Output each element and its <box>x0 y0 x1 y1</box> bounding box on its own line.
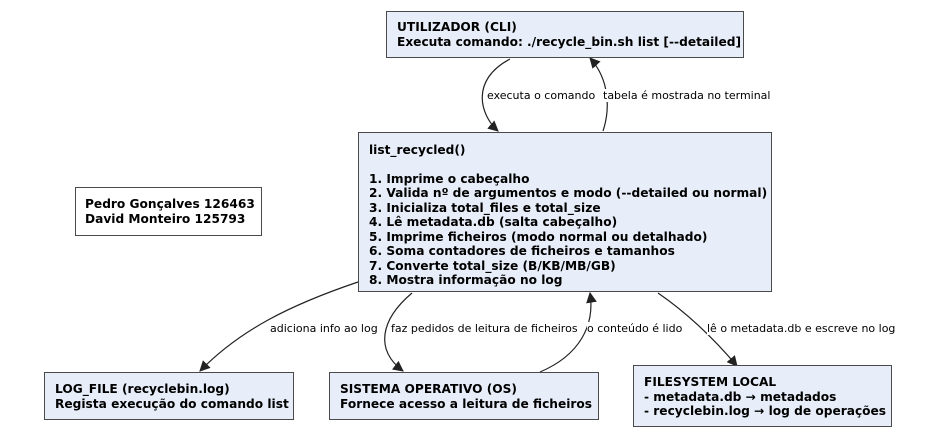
edge-label-list-to-user: tabela é mostrada no terminal <box>603 89 771 102</box>
edge-label-list-to-log: adiciona info ao log <box>270 322 378 335</box>
node-os-subtitle: Fornece acesso a leitura de ficheiros <box>340 396 593 411</box>
edge-list-to-os <box>384 292 413 372</box>
edge-label-os-to-list: o conteúdo é lido <box>587 322 683 335</box>
node-os: SISTEMA OPERATIVO (OS) Fornece acesso a … <box>329 372 599 420</box>
node-list-recycled: list_recycled() 1. Imprime o cabeçalho 2… <box>358 132 772 292</box>
edge-list-to-fs <box>657 292 738 367</box>
node-list-step: 4. Lê metadata.db (salta cabeçalho) <box>369 215 618 229</box>
edge-label-list-to-os: faz pedidos de leitura de ficheiros <box>391 322 578 335</box>
node-list-title: list_recycled() <box>369 143 466 157</box>
node-os-title: SISTEMA OPERATIVO (OS) <box>340 382 517 396</box>
node-list-step: 1. Imprime o cabeçalho <box>369 171 530 186</box>
edge-list-to-log <box>199 281 359 372</box>
node-fs-title: FILESYSTEM LOCAL <box>644 375 777 389</box>
node-user-subtitle: Executa comando: ./recycle_bin.sh list [… <box>397 34 742 49</box>
node-log-subtitle: Regista execução do comando list <box>55 396 289 411</box>
edge-label-list-to-fs: lê o metadata.db e escreve no log <box>707 322 896 335</box>
edge-user-to-list <box>481 58 511 132</box>
edge-os-to-list <box>539 291 597 373</box>
node-list-step: 6. Soma contadores de ficheiros e tamanh… <box>369 244 675 258</box>
node-list-step: 5. Imprime ficheiros (modo normal ou det… <box>369 229 708 244</box>
node-fs-item: - metadata.db → metadados <box>644 389 837 404</box>
node-user-title: UTILIZADOR (CLI) <box>397 20 517 34</box>
node-list-step: 2. Valida nº de argumentos e modo (--det… <box>369 186 768 200</box>
node-list-step: 3. Inicializa total_files e total_size <box>369 200 601 215</box>
node-authors: Pedro Gonçalves 126463 David Monteiro 12… <box>75 187 262 236</box>
node-fs-item: - recyclebin.log → log de operações <box>644 404 887 418</box>
node-list-step: 8. Mostra informação no log <box>369 273 563 287</box>
node-log-title: LOG_FILE (recyclebin.log) <box>55 382 230 396</box>
node-filesystem: FILESYSTEM LOCAL - metadata.db → metadad… <box>633 365 892 427</box>
node-user: UTILIZADOR (CLI) Executa comando: ./recy… <box>386 11 744 58</box>
edge-label-user-to-list: executa o comando <box>487 89 596 102</box>
node-list-step: 7. Converte total_size (B/KB/MB/GB) <box>369 258 616 273</box>
author-name: David Monteiro 125793 <box>85 211 246 226</box>
author-name: Pedro Gonçalves 126463 <box>85 197 255 211</box>
node-log-file: LOG_FILE (recyclebin.log) Regista execuç… <box>44 372 294 420</box>
